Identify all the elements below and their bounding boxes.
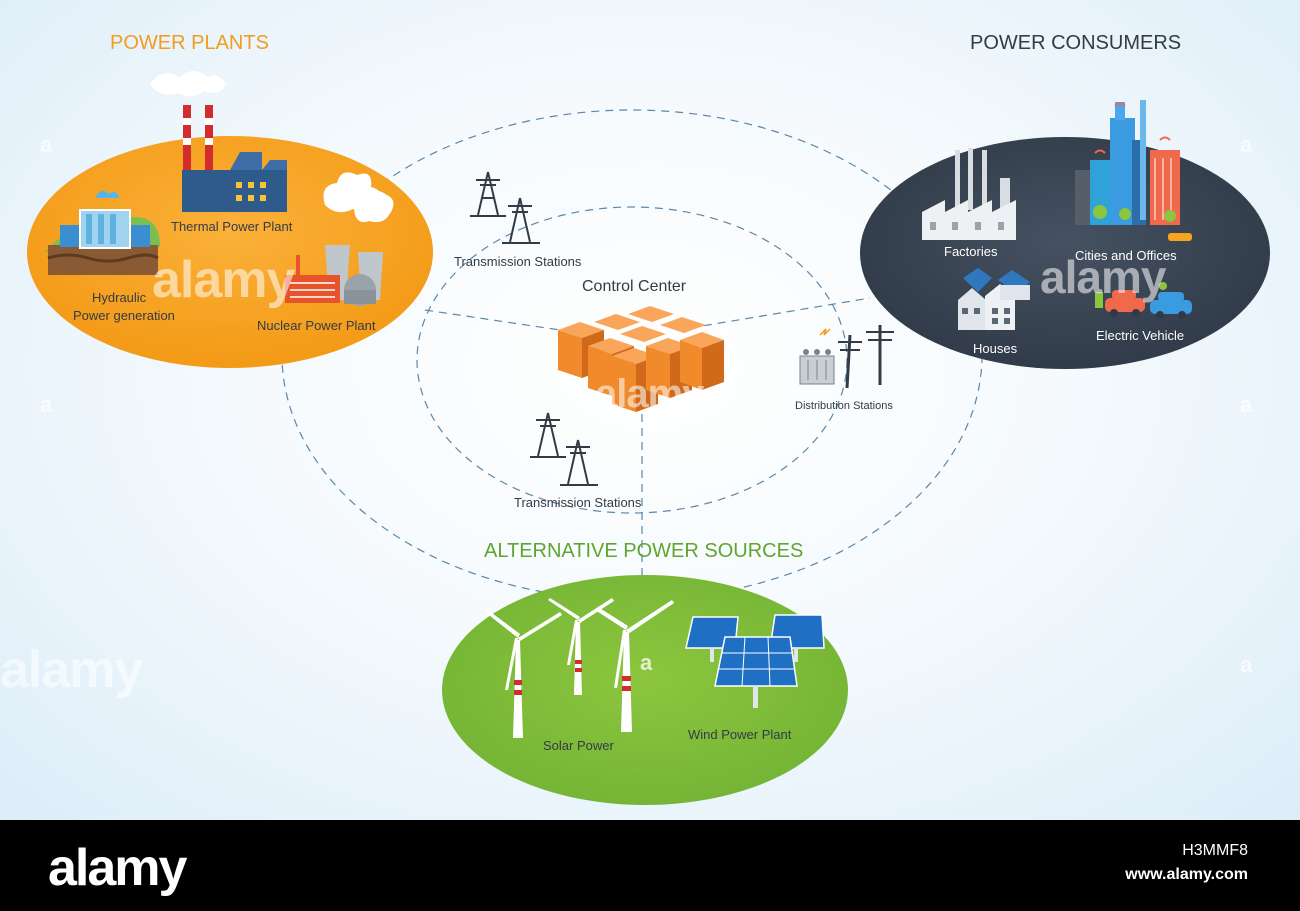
distribution-stations-label: Distribution Stations [795,400,893,412]
houses-icon [958,268,1030,330]
solar-power-label: Solar Power [543,738,614,753]
watermark-letter: a [640,650,653,675]
watermark-letter: a [40,392,53,417]
cities-label: Cities and Offices [1075,248,1177,263]
diagram-canvas: alamy alamy alamy alamy a a a a a a POWE… [0,0,1300,820]
alternative-sources-heading: ALTERNATIVE POWER SOURCES [484,540,804,562]
hydraulic-label-line2: Power generation [73,308,175,323]
footer-logo: alamy [48,839,187,897]
transmission-stations-bottom-label: Transmission Stations [514,495,642,510]
control-center-label: Control Center [582,278,687,295]
houses-label: Houses [973,341,1018,356]
city-icon [1075,100,1192,241]
link-control-consumers [689,297,871,329]
hydraulic-label-line1: Hydraulic [92,290,147,305]
footer-url: www.alamy.com [1125,866,1248,883]
watermark-text: alamy [152,251,295,309]
thermal-plant-icon [150,71,287,212]
watermark-letter: a [1240,132,1253,157]
watermark-letter: a [1240,652,1253,677]
nuclear-plant-icon [285,172,394,306]
solar-panels-icon [685,614,825,708]
watermark-text: alamy [595,372,704,416]
factories-label: Factories [944,244,998,259]
power-consumers-group [860,100,1270,369]
electric-vehicle-label: Electric Vehicle [1096,328,1185,343]
wind-power-plant-label: Wind Power Plant [688,727,792,742]
alternative-sources-group [442,575,848,805]
transmission-tower-icon-bottom [530,412,598,486]
thermal-plant-label: Thermal Power Plant [171,219,293,234]
hydraulic-dam-icon [45,190,160,275]
alternative-ellipse [442,575,848,805]
transmission-tower-icon-top [470,171,540,244]
link-plants-control [424,309,561,331]
footer-bar: alamy H3MMF8 www.alamy.com [0,820,1300,911]
footer-image-code: H3MMF8 [1182,842,1248,859]
transmission-stations-top-label: Transmission Stations [454,254,582,269]
watermark-text: alamy [1040,251,1166,303]
watermark-letter: a [1240,392,1253,417]
distribution-station-icon [799,325,894,389]
power-consumers-heading: POWER CONSUMERS [970,32,1182,54]
watermark-text: alamy [0,641,143,699]
inner-dashed-ring [416,206,848,514]
power-plants-heading: POWER PLANTS [110,32,269,54]
wind-turbines-icon [485,598,674,738]
watermark-letter: a [40,132,53,157]
diagram-graphics [27,71,1270,805]
power-plants-group [27,71,433,368]
nuclear-plant-label: Nuclear Power Plant [257,318,376,333]
electric-vehicle-icon [1095,282,1192,319]
control-center-icon [558,306,724,412]
factories-icon [922,148,1016,240]
